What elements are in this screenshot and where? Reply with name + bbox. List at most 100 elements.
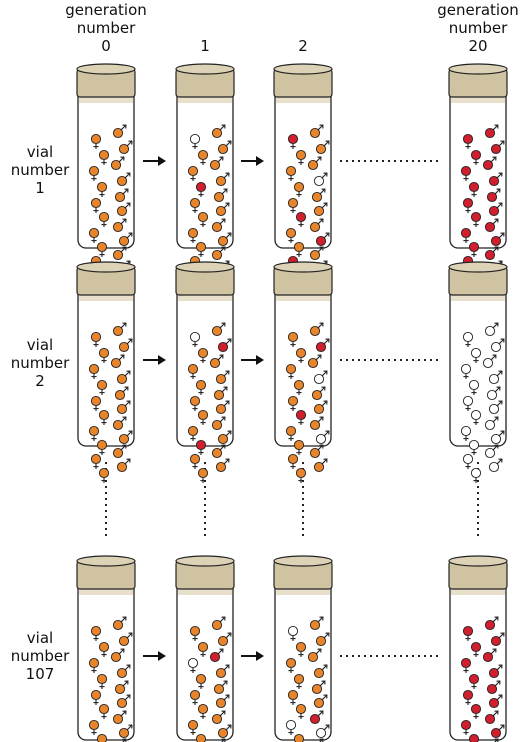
male-symbol-icon (484, 246, 499, 261)
male-symbol-icon (118, 430, 133, 445)
male-symbol-icon (114, 188, 129, 203)
male-symbol-icon (116, 202, 131, 217)
vial-band (451, 95, 505, 103)
male-symbol-icon (315, 632, 330, 647)
vial (175, 555, 235, 742)
female-symbol-icon (462, 395, 474, 411)
female-symbol-icon (285, 425, 297, 441)
female-symbol-icon (187, 227, 199, 243)
right-arrow-icon (143, 651, 166, 661)
vial-band (276, 293, 330, 301)
female-symbol-icon (295, 211, 307, 227)
female-symbol-icon (197, 641, 209, 657)
male-symbol-icon (211, 124, 226, 139)
female-symbol-icon (90, 689, 102, 705)
vial-cap (76, 555, 136, 590)
female-symbol-icon (468, 733, 480, 742)
female-symbol-icon (462, 133, 474, 149)
male-symbol-icon (311, 188, 326, 203)
row-labels: vial number 1 vial number 2 vial number … (11, 143, 70, 683)
male-symbol-icon (484, 416, 499, 431)
female-symbol-icon (468, 673, 480, 689)
row-label-1-line2: number (11, 161, 70, 179)
female-symbol-icon (285, 227, 297, 243)
vial-band (451, 293, 505, 301)
female-symbol-icon (88, 657, 100, 673)
male-symbol-icon (482, 156, 497, 171)
row-label-2-line2: number (11, 354, 70, 372)
vial-cap (273, 261, 333, 296)
horizontal-ellipsis-lines (340, 160, 440, 657)
female-symbol-icon (462, 331, 474, 347)
female-symbol-icon (468, 439, 480, 455)
male-symbol-icon (484, 124, 499, 139)
male-symbol-icon (315, 430, 330, 445)
female-symbol-icon (187, 165, 199, 181)
vial-tube (77, 572, 135, 741)
female-symbol-icon (285, 657, 297, 673)
male-symbol-icon (211, 322, 226, 337)
vial-cap (76, 261, 136, 296)
female-symbol-icon (195, 439, 207, 455)
female-symbol-icon (195, 733, 207, 742)
female-symbol-icon (287, 395, 299, 411)
male-symbol-icon (309, 246, 324, 261)
female-symbol-icon (460, 425, 472, 441)
male-symbol-icon (110, 156, 125, 171)
female-symbol-icon (195, 241, 207, 257)
male-symbol-icon (490, 724, 505, 739)
vial-cap (448, 261, 508, 296)
male-symbol-icon (490, 140, 505, 155)
male-symbol-icon (110, 648, 125, 663)
female-symbol-icon (189, 395, 201, 411)
male-symbol-icon (211, 218, 226, 233)
female-symbol-icon (468, 181, 480, 197)
male-symbol-icon (110, 354, 125, 369)
male-symbol-icon (309, 218, 324, 233)
female-symbol-icon (197, 149, 209, 165)
female-symbol-icon (468, 241, 480, 257)
female-symbol-icon (88, 165, 100, 181)
female-symbol-icon (189, 133, 201, 149)
male-symbol-icon (217, 338, 232, 353)
right-arrow-icon (241, 651, 264, 661)
female-symbol-icon (197, 467, 209, 483)
male-symbol-icon (118, 632, 133, 647)
female-symbol-icon (460, 657, 472, 673)
male-symbol-icon (213, 680, 228, 695)
female-symbol-icon (293, 439, 305, 455)
female-symbol-icon (287, 625, 299, 641)
female-symbol-icon (470, 641, 482, 657)
male-symbol-icon (116, 370, 131, 385)
right-arrow-icon (143, 156, 166, 166)
male-symbol-icon (313, 202, 328, 217)
male-symbol-icon (215, 664, 230, 679)
female-symbol-icon (195, 673, 207, 689)
female-symbol-icon (462, 689, 474, 705)
male-symbol-icon (307, 354, 322, 369)
female-symbol-icon (470, 409, 482, 425)
male-symbol-icon (313, 694, 328, 709)
female-symbol-icon (460, 227, 472, 243)
vials (76, 63, 508, 742)
male-symbol-icon (112, 322, 127, 337)
male-symbol-icon (112, 444, 127, 459)
female-symbol-icon (462, 197, 474, 213)
male-symbol-icon (486, 386, 501, 401)
female-symbol-icon (287, 133, 299, 149)
female-symbol-icon (98, 211, 110, 227)
male-symbol-icon (315, 338, 330, 353)
female-symbol-icon (197, 211, 209, 227)
vial (273, 261, 333, 483)
male-symbol-icon (217, 140, 232, 155)
female-symbol-icon (90, 453, 102, 469)
vial (76, 63, 136, 285)
male-symbol-icon (114, 680, 129, 695)
female-symbol-icon (90, 625, 102, 641)
male-symbol-icon (488, 694, 503, 709)
male-symbol-icon (116, 664, 131, 679)
male-symbol-icon (309, 416, 324, 431)
vial-band (79, 293, 133, 301)
male-symbol-icon (488, 664, 503, 679)
female-symbol-icon (98, 467, 110, 483)
